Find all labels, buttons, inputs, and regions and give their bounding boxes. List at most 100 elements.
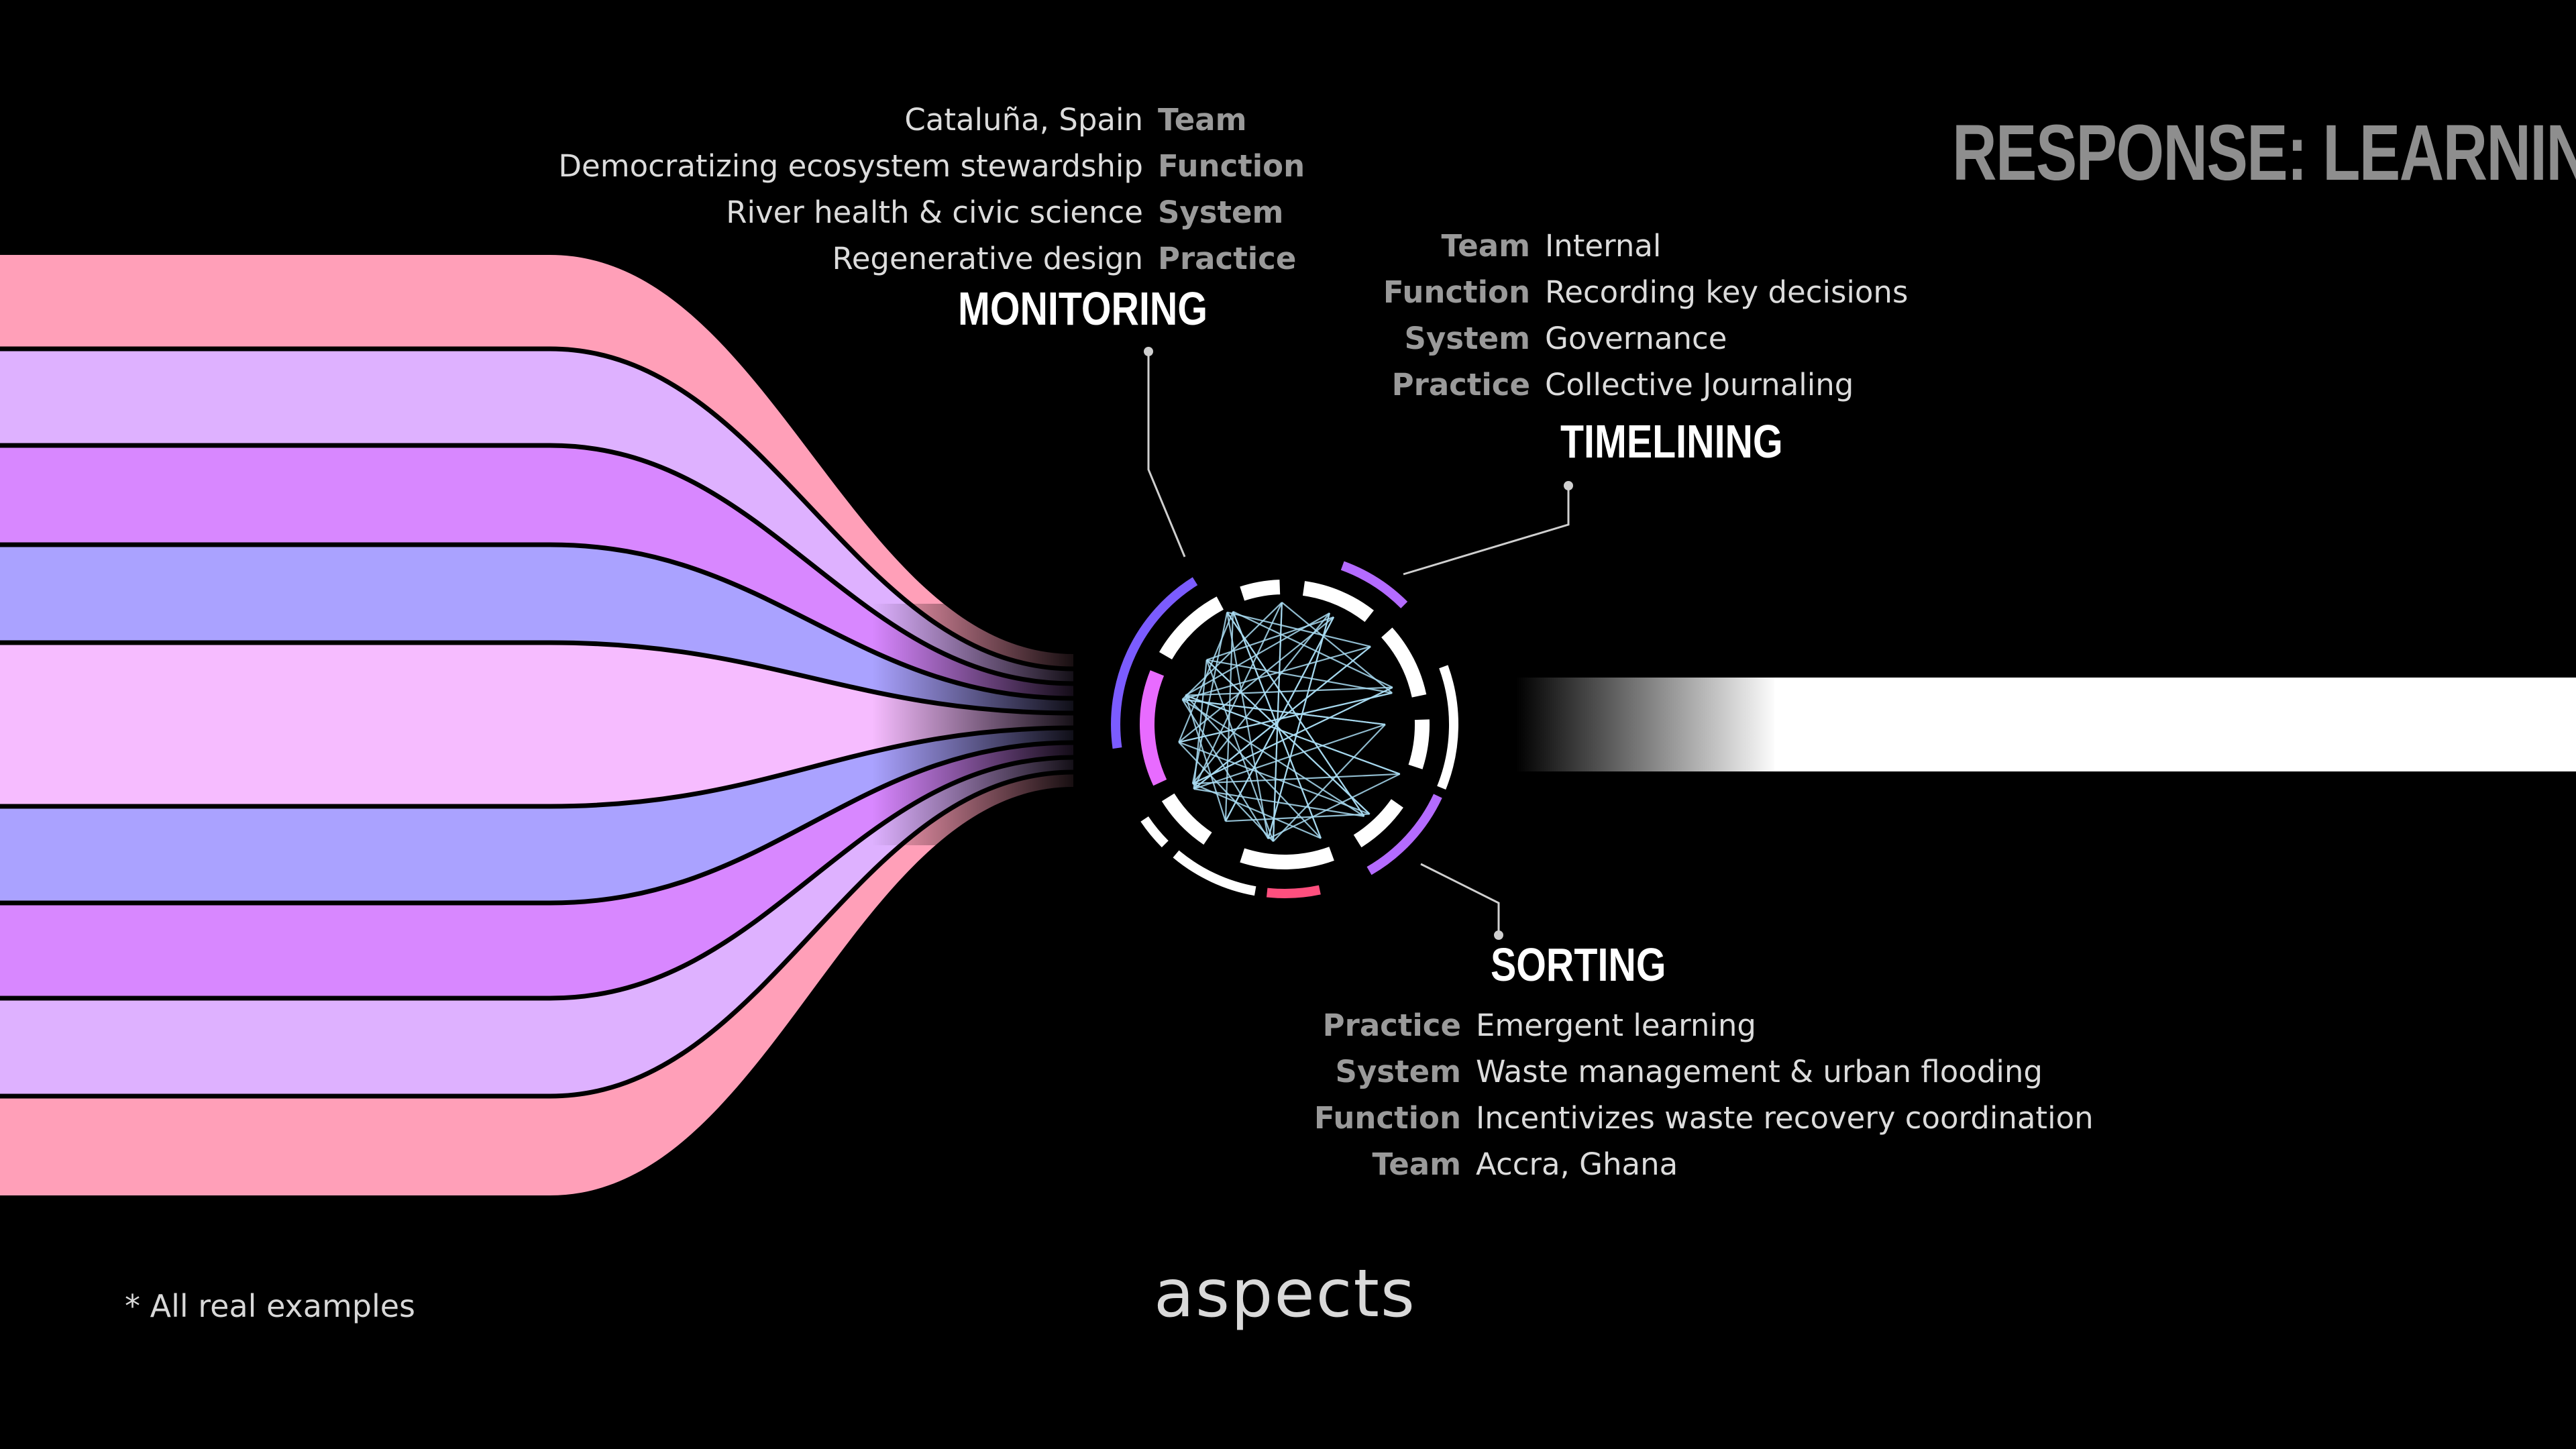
monitoring-leader-line — [1147, 352, 1186, 557]
outer-dashed-ring — [1111, 561, 1458, 898]
brand-wordmark: aspects — [1154, 1256, 1416, 1332]
sorting-team-value: Accra, Ghana — [1476, 1146, 1678, 1182]
inner-ring-segment-1 — [1240, 580, 1281, 601]
sorting-row-team: Team Accra, Ghana — [1275, 1146, 2214, 1193]
band-8 — [0, 757, 1073, 1096]
sorting-row-practice: Practice Emergent learning — [1275, 1008, 2214, 1054]
sorting-function-value: Incentivizes waste recovery coordination — [1476, 1100, 2094, 1136]
web-line-44 — [1226, 612, 1365, 817]
timelining-row-practice: Practice Collective Journaling — [1344, 367, 2283, 413]
sorting-details: Practice Emergent learning System Waste … — [1275, 1008, 2214, 1193]
web-line-7 — [1225, 813, 1370, 822]
timelining-function-value: Recording key decisions — [1545, 274, 1909, 310]
sorting-practice-key: Practice — [1322, 1008, 1461, 1043]
web-line-19 — [1181, 699, 1269, 839]
web-line-13 — [1192, 783, 1322, 839]
sorting-leader-line — [1420, 863, 1500, 935]
outer-ring-segment-7 — [1111, 577, 1198, 749]
web-line-11 — [1181, 698, 1365, 817]
band-2 — [0, 349, 1073, 684]
timelining-label: TIMELINING — [1560, 415, 1783, 468]
timelining-system-key: System — [1404, 321, 1530, 356]
timelining-team-key: Team — [1441, 228, 1531, 264]
web-line-40 — [1206, 616, 1334, 661]
footnote: * All real examples — [125, 1288, 416, 1324]
outer-ring-segment-5 — [1173, 850, 1256, 896]
timelining-row-function: Function Recording key decisions — [1344, 274, 2283, 321]
monitoring-practice-value: Regenerative design — [832, 241, 1143, 276]
web-line-1 — [1273, 724, 1386, 842]
connection-web — [1178, 602, 1401, 842]
timelining-system-value: Governance — [1545, 321, 1727, 356]
web-line-23 — [1224, 611, 1234, 822]
inner-ring-segment-2 — [1302, 581, 1374, 623]
sorting-function-key: Function — [1313, 1100, 1461, 1136]
band-5 — [0, 643, 1073, 806]
monitoring-function-value: Democratizing ecosystem stewardship — [558, 148, 1143, 184]
web-line-45 — [1232, 610, 1393, 688]
sorting-system-key: System — [1335, 1054, 1461, 1089]
inner-ring-segment-3 — [1381, 627, 1427, 698]
web-line-49 — [1267, 612, 1330, 839]
sorting-row-system: System Waste management & urban flooding — [1275, 1054, 2214, 1100]
inner-ring-segment-8 — [1159, 596, 1224, 660]
monitoring-row-practice: Regenerative design Practice — [541, 241, 1326, 287]
output-beam-gradient — [1516, 678, 1778, 771]
sorting-practice-value: Emergent learning — [1476, 1008, 1756, 1043]
sorting-row-function: Function Incentivizes waste recovery coo… — [1275, 1100, 2214, 1146]
inner-dashed-ring — [1139, 580, 1430, 869]
timelining-row-team: Team Internal — [1344, 228, 2283, 274]
monitoring-row-function: Democratizing ecosystem stewardship Func… — [541, 148, 1326, 195]
web-line-4 — [1268, 773, 1401, 840]
band-6 — [0, 728, 1073, 903]
web-line-47 — [1281, 602, 1393, 694]
web-line-29 — [1192, 612, 1330, 784]
monitoring-team-key: Team — [1158, 102, 1247, 138]
sorting-label: SORTING — [1491, 938, 1666, 991]
inner-ring-accent — [1139, 670, 1167, 786]
timelining-leader-line — [1403, 486, 1570, 576]
outer-ring-segment-2 — [1437, 665, 1458, 790]
web-line-38 — [1185, 686, 1393, 696]
timelining-practice-value: Collective Journaling — [1545, 367, 1854, 402]
monitoring-function-key: Function — [1158, 148, 1305, 184]
outer-ring-segment-6 — [1140, 816, 1169, 848]
sorting-team-key: Team — [1372, 1146, 1462, 1182]
band-7 — [0, 743, 1073, 998]
band-fade — [872, 604, 1093, 845]
web-line-41 — [1206, 659, 1393, 694]
learning-hub — [1111, 561, 1458, 898]
inner-ring-segment-4 — [1408, 719, 1430, 769]
web-line-22 — [1185, 695, 1226, 822]
web-line-53 — [1178, 692, 1393, 743]
sorting-system-value: Waste management & urban flooding — [1476, 1054, 2043, 1089]
timelining-details: Team Internal Function Recording key dec… — [1344, 228, 2283, 413]
band-3 — [0, 445, 1073, 698]
sorting-leader-dot — [1494, 930, 1503, 940]
monitoring-row-team: Cataluña, Spain Team — [541, 102, 1326, 148]
web-line-10 — [1193, 788, 1364, 817]
timelining-leader-dot — [1564, 481, 1573, 490]
web-line-26 — [1193, 602, 1283, 790]
output-beam — [1774, 678, 2576, 771]
inner-ring-segment-7 — [1161, 793, 1212, 845]
monitoring-system-key: System — [1158, 195, 1284, 230]
page-title: RESPONSE: LEARNING — [1952, 109, 2576, 197]
outer-ring-segment-1 — [1340, 561, 1408, 608]
monitoring-practice-key: Practice — [1158, 241, 1297, 276]
monitoring-details: Cataluña, Spain Team Democratizing ecosy… — [541, 102, 1326, 287]
web-line-52 — [1192, 686, 1393, 785]
timelining-function-key: Function — [1383, 274, 1530, 310]
outer-ring-segment-4 — [1266, 885, 1321, 898]
web-line-43 — [1226, 611, 1371, 647]
monitoring-team-value: Cataluña, Spain — [904, 102, 1143, 138]
band-4 — [0, 545, 1073, 713]
monitoring-label: MONITORING — [958, 282, 1208, 335]
monitoring-system-value: River health & civic science — [726, 195, 1143, 230]
web-line-32 — [1178, 616, 1334, 743]
monitoring-leader-dot — [1144, 347, 1153, 356]
inner-ring-segment-5 — [1353, 799, 1403, 848]
timelining-team-value: Internal — [1545, 228, 1662, 264]
monitoring-row-system: River health & civic science System — [541, 195, 1326, 241]
